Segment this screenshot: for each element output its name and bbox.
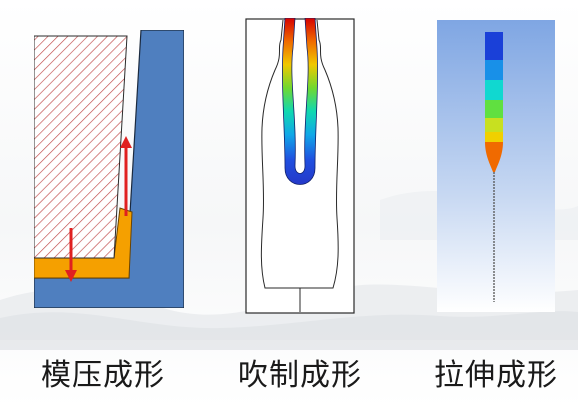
down-arrow-icon — [65, 228, 77, 282]
press-forming-diagram — [34, 30, 184, 308]
bottle-outline — [260, 19, 339, 289]
stretch-forming-diagram — [437, 20, 555, 312]
blow-forming-diagram — [245, 18, 355, 314]
caption-stretch-forming: 拉伸成形 — [434, 358, 558, 393]
parison — [282, 18, 318, 185]
caption-press-forming: 模压成形 — [41, 358, 165, 393]
stretch-neck — [485, 142, 503, 172]
up-arrow-icon — [120, 136, 132, 216]
mold-box — [245, 18, 355, 314]
caption-blow-forming: 吹制成形 — [238, 358, 362, 393]
plunger — [34, 35, 128, 259]
